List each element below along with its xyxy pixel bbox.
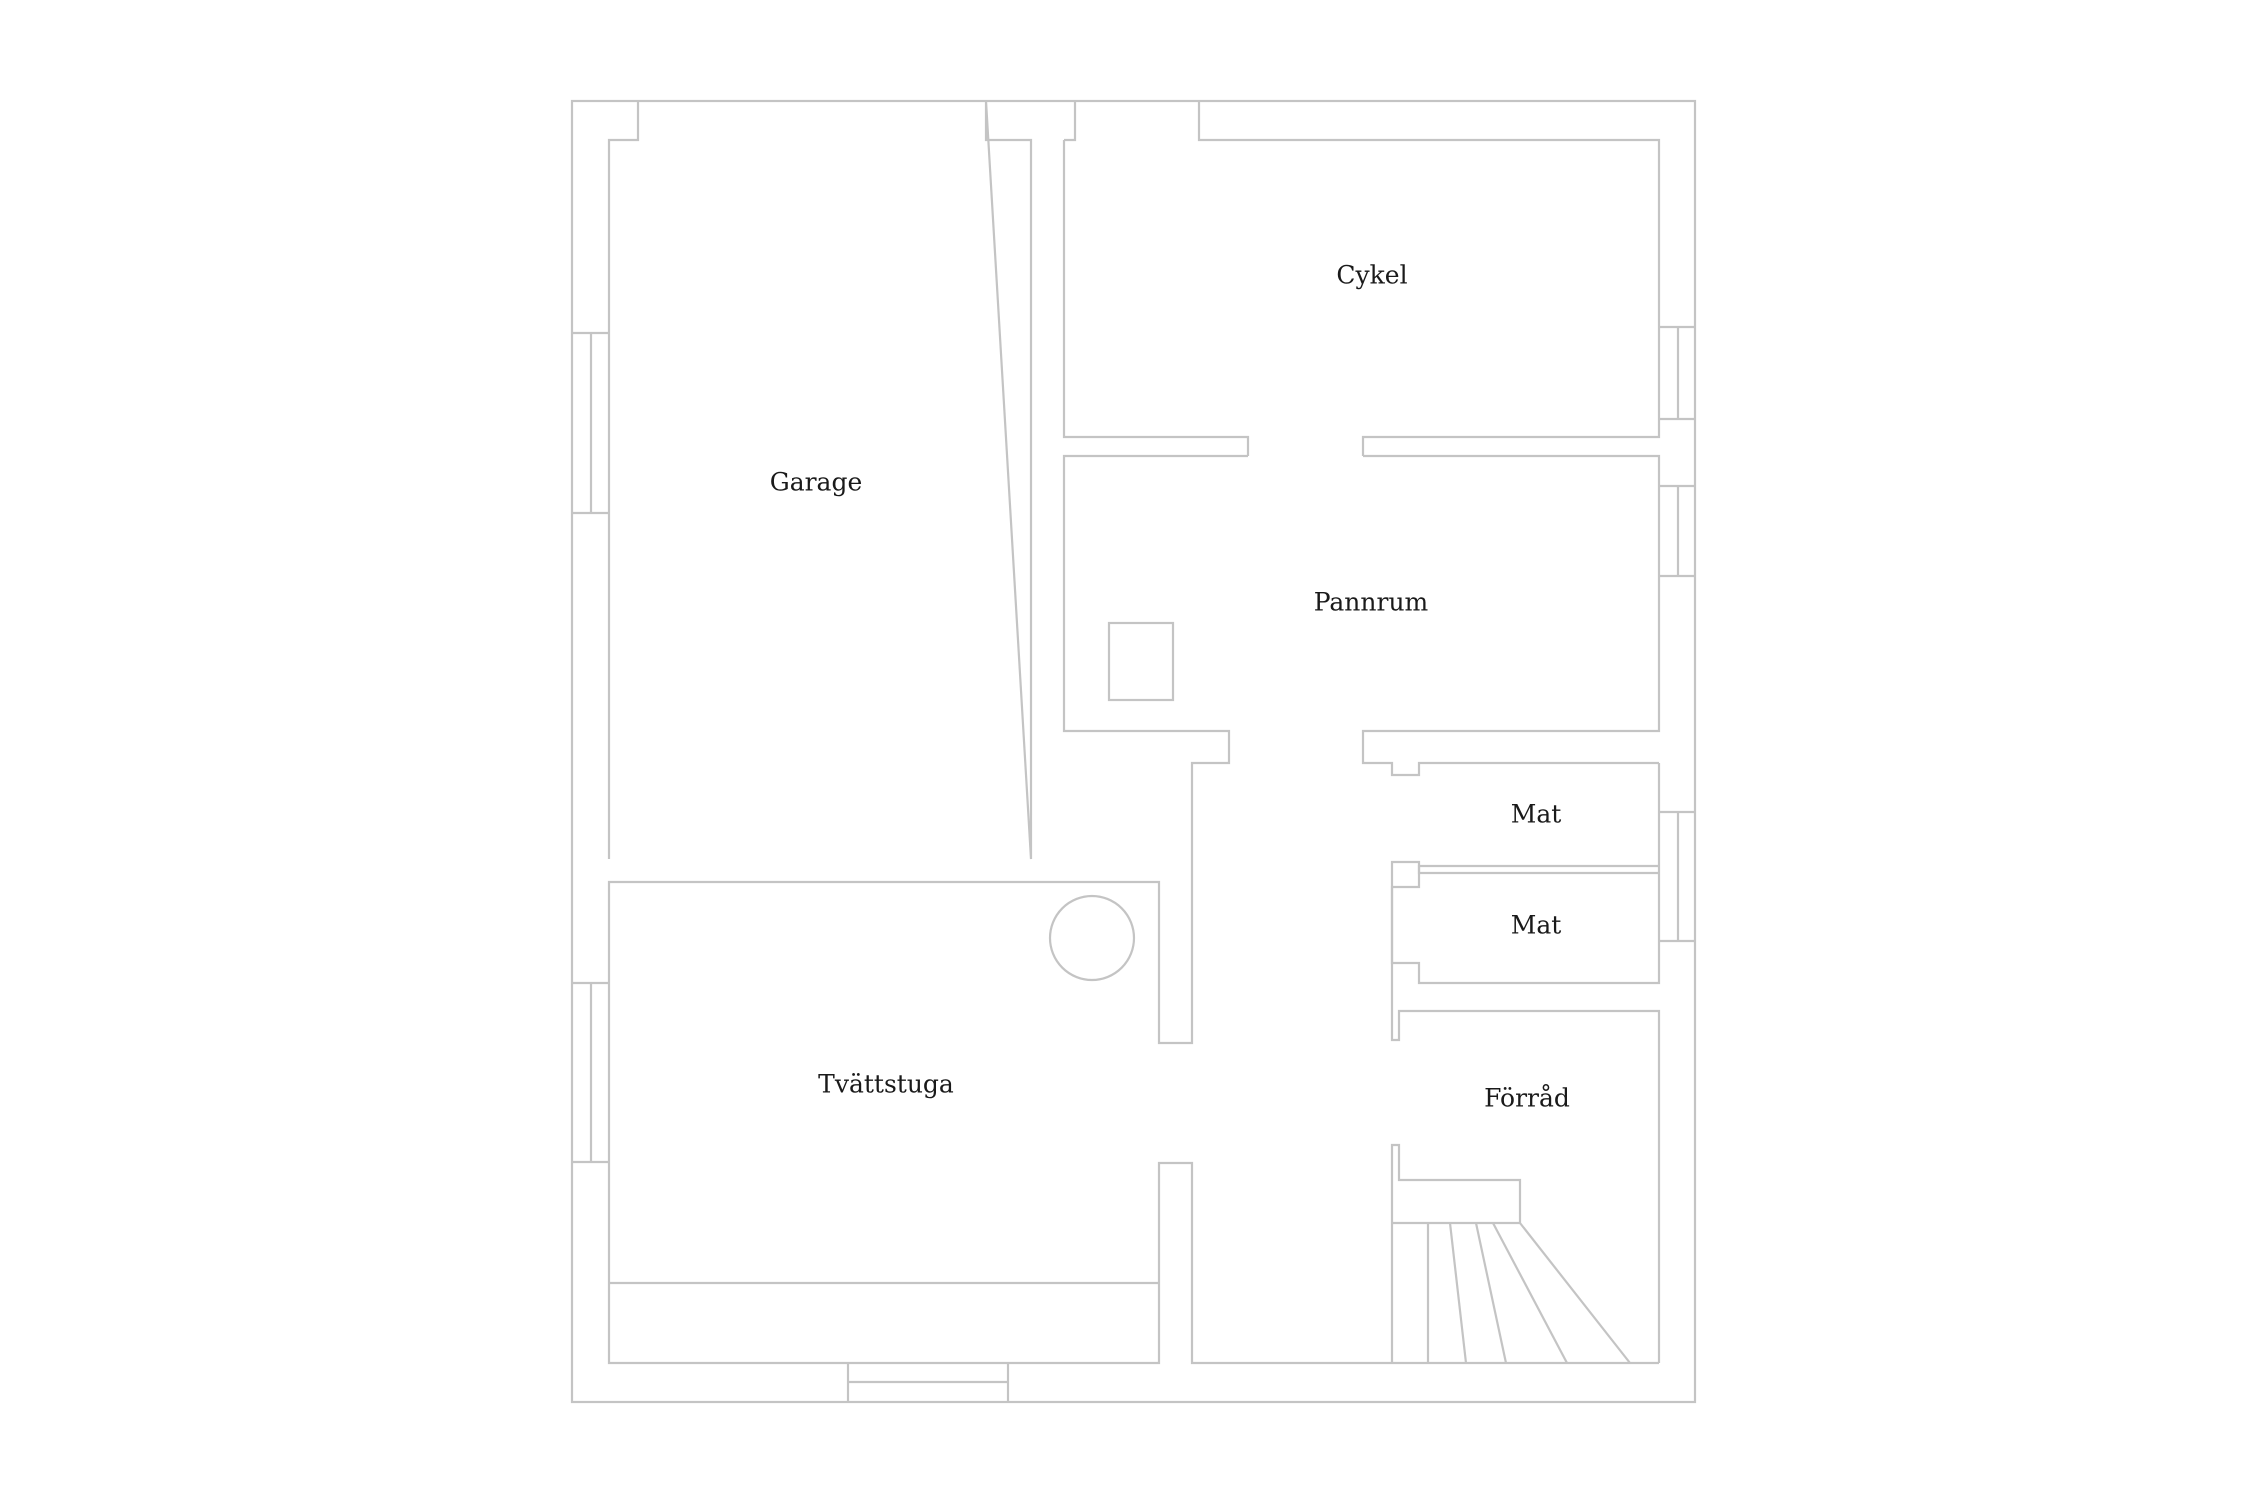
- label-cykel: Cykel: [1336, 261, 1407, 290]
- label-mat-2: Mat: [1511, 911, 1562, 940]
- label-garage: Garage: [770, 468, 863, 497]
- boiler-box: [1107, 621, 1175, 702]
- mat-1-room-outline: [1390, 763, 1661, 985]
- forrad-room-outline: [1390, 1143, 1659, 1365]
- pannrum-window: [1659, 484, 1695, 578]
- garage-room-outline: [607, 100, 1033, 860]
- cykel-room-outline: [1062, 101, 1661, 456]
- mat-window: [1659, 810, 1695, 943]
- mat-2-room-outline: [1390, 864, 1661, 1363]
- washtub-circle: [1048, 894, 1136, 982]
- label-tvattstuga: Tvättstuga: [818, 1070, 954, 1099]
- label-forrad: Förråd: [1484, 1084, 1570, 1113]
- outer-wall: [570, 99, 1697, 1404]
- garage-window: [572, 331, 609, 515]
- cykel-window: [1659, 325, 1695, 421]
- stair: [1426, 1222, 1631, 1364]
- label-pannrum: Pannrum: [1314, 588, 1429, 617]
- label-mat-1: Mat: [1511, 800, 1562, 829]
- bottom-window: [846, 1363, 1010, 1402]
- pannrum-room-outline: [607, 454, 1248, 1284]
- pannrum-room-right: [1361, 454, 1661, 777]
- top-wall-segment: [1064, 101, 1077, 142]
- tvattstuga-window: [572, 981, 609, 1164]
- tvattstuga-room-outline: [607, 1161, 1392, 1365]
